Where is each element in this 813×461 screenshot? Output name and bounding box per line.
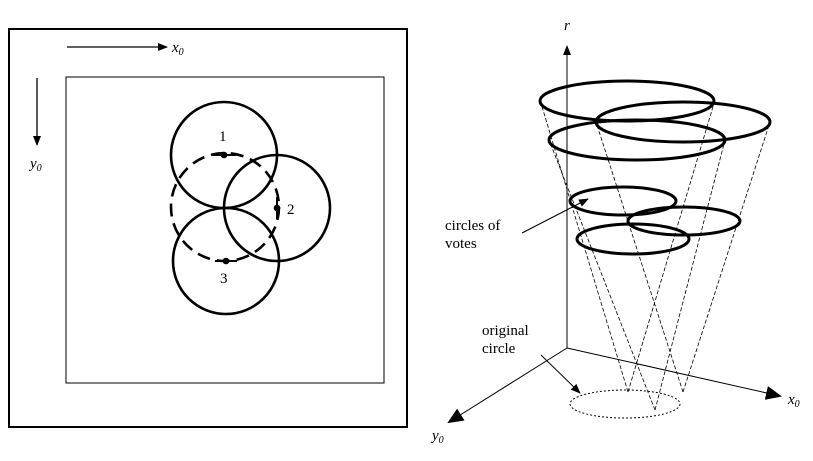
original-label-line2: circle <box>482 341 516 357</box>
vote-circle-3 <box>171 206 281 316</box>
y0-axis-3d-letter: y <box>430 428 439 444</box>
x0-axis-label: x0 <box>171 40 184 58</box>
x0-axis-letter: x <box>171 40 179 56</box>
original-pointer-arrow <box>540 354 581 394</box>
y0-axis-3d-subscript: 0 <box>439 435 444 446</box>
point-label-3: 3 <box>220 271 228 287</box>
votes-label-line2: votes <box>445 236 477 252</box>
x0-axis-3d-subscript: 0 <box>795 399 800 410</box>
y0-axis-letter: y <box>28 156 37 172</box>
vote-ellipse-mid-3 <box>575 222 691 256</box>
votes-label: circles of votes <box>445 218 504 252</box>
x0-axis-3d-letter: x <box>787 392 795 408</box>
cone-lines <box>539 99 771 411</box>
point-label-1: 1 <box>219 129 227 145</box>
y0-axis-3d-label: y0 <box>430 428 444 446</box>
vote-ellipse-mid-2 <box>626 205 742 237</box>
y0-axis-3d <box>447 347 568 424</box>
outer-frame <box>8 28 408 428</box>
image-frame <box>65 76 385 384</box>
original-label: original circle <box>482 323 532 357</box>
r-axis-label: r <box>564 18 570 34</box>
y0-axis-subscript: 0 <box>37 163 42 174</box>
parameter-space-panel: r x0 y0 <box>430 18 800 446</box>
edge-point-1 <box>213 151 236 159</box>
vote-ellipse-top-3 <box>547 118 727 162</box>
x0-axis-3d-label: x0 <box>787 392 800 410</box>
x0-axis-subscript: 0 <box>179 47 184 58</box>
x0-axis-3d <box>566 347 782 400</box>
edge-point-2 <box>273 197 281 219</box>
point-label-2: 2 <box>287 202 295 218</box>
y0-axis-label: y0 <box>28 156 42 174</box>
edge-point-3 <box>215 257 237 265</box>
votes-pointer-arrow <box>521 198 589 234</box>
votes-label-line1: circles of <box>445 218 500 234</box>
image-space-panel: x0 y0 1 2 3 <box>8 28 408 428</box>
original-circle-base <box>569 389 681 419</box>
original-label-line1: original <box>482 323 529 339</box>
vote-ellipse-mid-1 <box>568 185 678 217</box>
